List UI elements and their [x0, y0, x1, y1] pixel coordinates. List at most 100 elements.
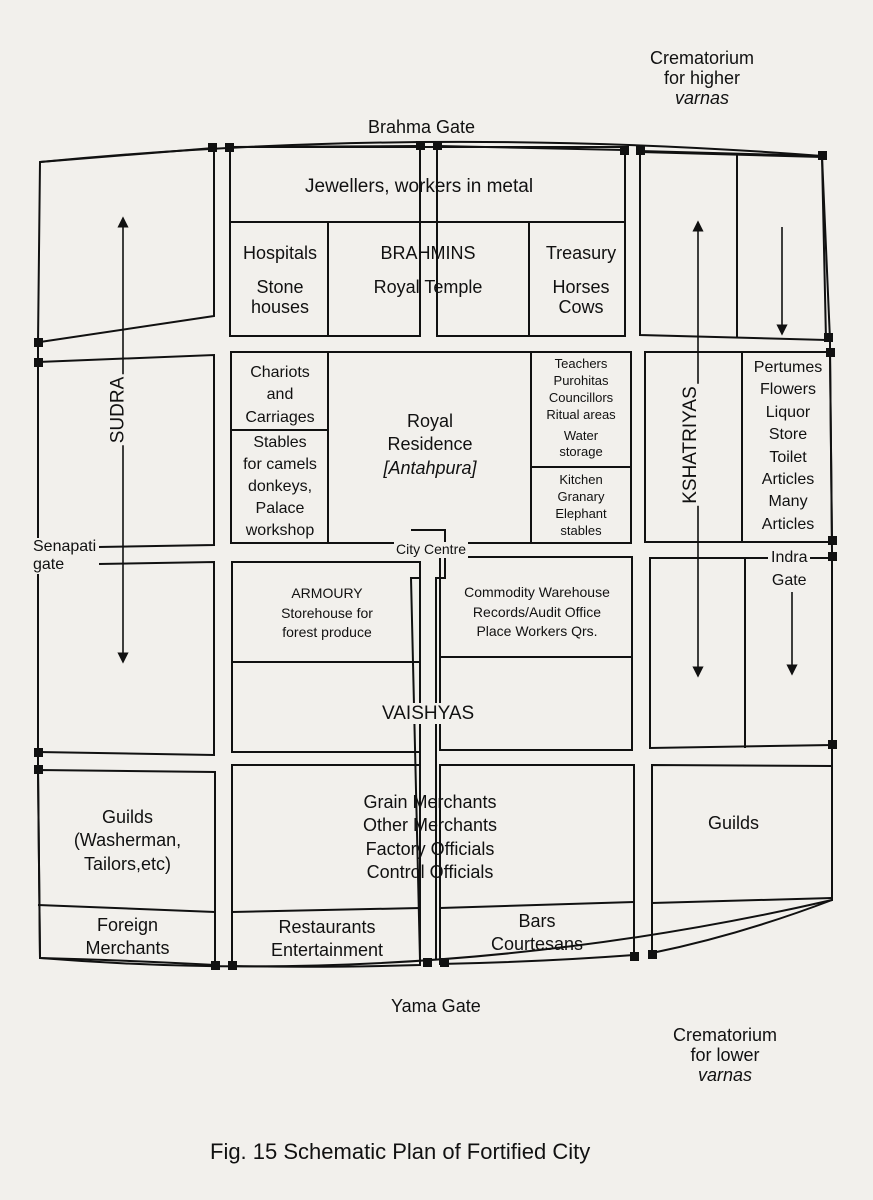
- foreign-merchants-label: Foreign Merchants: [40, 914, 215, 959]
- perfumes-line1: Pertumes: [753, 359, 823, 376]
- block-west-low: [37, 560, 215, 757]
- crematorium-lower-line1: Crematorium: [673, 1025, 778, 1045]
- treasury-label: Treasury Horses Cows: [533, 243, 629, 317]
- treasury-line1: Treasury: [545, 243, 617, 263]
- brahma-gate-label: Brahma Gate: [368, 117, 476, 137]
- bars-label: Bars Courtesans: [442, 910, 632, 955]
- perfumes-line8: Articles: [761, 515, 815, 533]
- crematorium-higher-line2: for higher: [663, 68, 741, 89]
- armoury-line2: Storehouse for: [281, 604, 373, 621]
- restaurants-line1: Restaurants: [278, 917, 376, 937]
- treasury-line2: Horses: [552, 277, 610, 298]
- block-nw: [39, 146, 215, 343]
- block-treasury: [528, 221, 626, 337]
- perfumes-line3: Liquor: [765, 403, 811, 421]
- restaurants-label: Restaurants Entertainment: [234, 916, 420, 961]
- crematorium-higher-label: Crematorium for higher varnas: [650, 48, 754, 108]
- commodity-line1: Commodity Warehouse: [464, 584, 610, 600]
- armoury-line1: ARMOURY: [291, 585, 363, 601]
- brahmins-line1: BRAHMINS: [380, 243, 476, 263]
- chariots-label: Chariots and Carriages: [233, 362, 327, 429]
- commodity-line2: Records/Audit Office: [472, 603, 602, 620]
- merchants-line1: Grain Merchants: [363, 792, 497, 812]
- royal-residence-line1: Royal: [406, 411, 454, 431]
- bars-line2: Courtesans: [490, 933, 584, 954]
- hospitals-line1: Hospitals: [242, 243, 318, 263]
- hospitals-line2: Stone: [256, 277, 304, 298]
- teachers-line2: Purohitas: [553, 372, 609, 388]
- royal-residence-label: Royal Residence [Antahpura]: [360, 410, 500, 480]
- crematorium-higher-line1: Crematorium: [650, 48, 755, 68]
- kitchen-line3: Elephant: [555, 505, 607, 521]
- merchants-line3: Factory Officials: [365, 838, 495, 859]
- block-jewellers: [229, 146, 626, 223]
- kshatriyas-label: KSHATRIYAS: [675, 384, 706, 506]
- bars-line1: Bars: [518, 911, 556, 931]
- brahmins-line2: Royal Temple: [373, 277, 483, 298]
- teachers-line3: Councillors: [548, 389, 614, 405]
- guilds-west-line3: Tailors,etc): [83, 853, 172, 874]
- guilds-west-line1: Guilds: [101, 807, 154, 827]
- teachers-line5: Water: [563, 427, 599, 443]
- sudra-label: SUDRA: [103, 374, 134, 446]
- senapati-gate-line1: Senapati: [33, 538, 97, 555]
- armoury-line3: forest produce: [282, 624, 372, 641]
- chariots-line3: Carriages: [245, 408, 315, 426]
- commodity-line3: Place Workers Qrs.: [476, 623, 598, 640]
- teachers-line4: Ritual areas: [546, 406, 616, 422]
- hospitals-line3: houses: [250, 297, 310, 318]
- merchants-line4: Control Officials: [366, 862, 494, 883]
- perfumes-line7: Many: [768, 493, 808, 511]
- teachers-line6: storage: [559, 444, 603, 460]
- stables-line3: donkeys,: [247, 478, 313, 496]
- block-ne: [639, 150, 828, 342]
- block-se: [651, 763, 833, 955]
- treasury-line3: Cows: [558, 297, 604, 318]
- city-centre-label: City Centre: [394, 541, 469, 558]
- perfumes-label: Pertumes Flowers Liquor Store Toilet Art…: [746, 357, 830, 536]
- senapati-gate-label: Senapati gate: [30, 538, 100, 574]
- perfumes-line5: Toilet: [769, 448, 807, 466]
- senapati-gate-line2: gate: [33, 555, 65, 573]
- perfumes-line4: Store: [768, 426, 808, 444]
- brahmins-label: BRAHMINS Royal Temple: [358, 243, 498, 297]
- stables-label: Stables for camels donkeys, Palace works…: [233, 432, 327, 542]
- kitchen-line1: Kitchen: [559, 472, 603, 487]
- indra-gate-line1: Indra: [771, 549, 808, 566]
- crematorium-lower-line2: for lower: [690, 1045, 760, 1066]
- chariots-line1: Chariots: [250, 364, 310, 381]
- kitchen-line2: Granary: [557, 488, 605, 504]
- merchants-line2: Other Merchants: [362, 815, 498, 836]
- guilds-west-line2: (Washerman,: [73, 830, 182, 851]
- block-south-central: [231, 764, 421, 968]
- indra-gate-line2: Gate: [771, 572, 807, 590]
- perfumes-line2: Flowers: [759, 381, 816, 399]
- stables-line2: for camels: [243, 456, 317, 474]
- foreign-line2: Merchants: [85, 937, 170, 958]
- vaishyas-label: VAISHYAS: [380, 703, 477, 725]
- stables-line4: Palace: [255, 500, 305, 518]
- stables-line1: Stables: [253, 434, 307, 451]
- guilds-west-label: Guilds (Washerman, Tailors,etc): [40, 806, 215, 876]
- armoury-label: ARMOURY Storehouse for forest produce: [234, 584, 420, 643]
- stables-line5: workshop: [245, 522, 315, 540]
- royal-residence-line3: [Antahpura]: [383, 457, 477, 478]
- block-kitchen: [530, 466, 632, 544]
- perfumes-line6: Articles: [761, 470, 815, 488]
- hospitals-label: Hospitals Stone houses: [234, 243, 326, 317]
- guilds-east-label: Guilds: [708, 813, 760, 833]
- kitchen-line4: stables: [560, 522, 602, 538]
- royal-residence-line2: Residence: [387, 434, 473, 455]
- chariots-line2: and: [266, 386, 294, 404]
- restaurants-line2: Entertainment: [270, 939, 384, 960]
- crematorium-lower-line3: varnas: [698, 1065, 753, 1086]
- yama-gate-label: Yama Gate: [391, 996, 481, 1016]
- teachers-line1: Teachers: [554, 356, 608, 371]
- jewellers-label: Jewellers, workers in metal: [305, 176, 534, 197]
- commodity-label: Commodity Warehouse Records/Audit Office…: [442, 583, 632, 642]
- merchants-label: Grain Merchants Other Merchants Factory …: [330, 791, 530, 885]
- indra-gate-label: Indra Gate: [768, 546, 811, 593]
- foreign-line1: Foreign: [96, 915, 159, 935]
- teachers-label: Teachers Purohitas Councillors Ritual ar…: [533, 356, 629, 461]
